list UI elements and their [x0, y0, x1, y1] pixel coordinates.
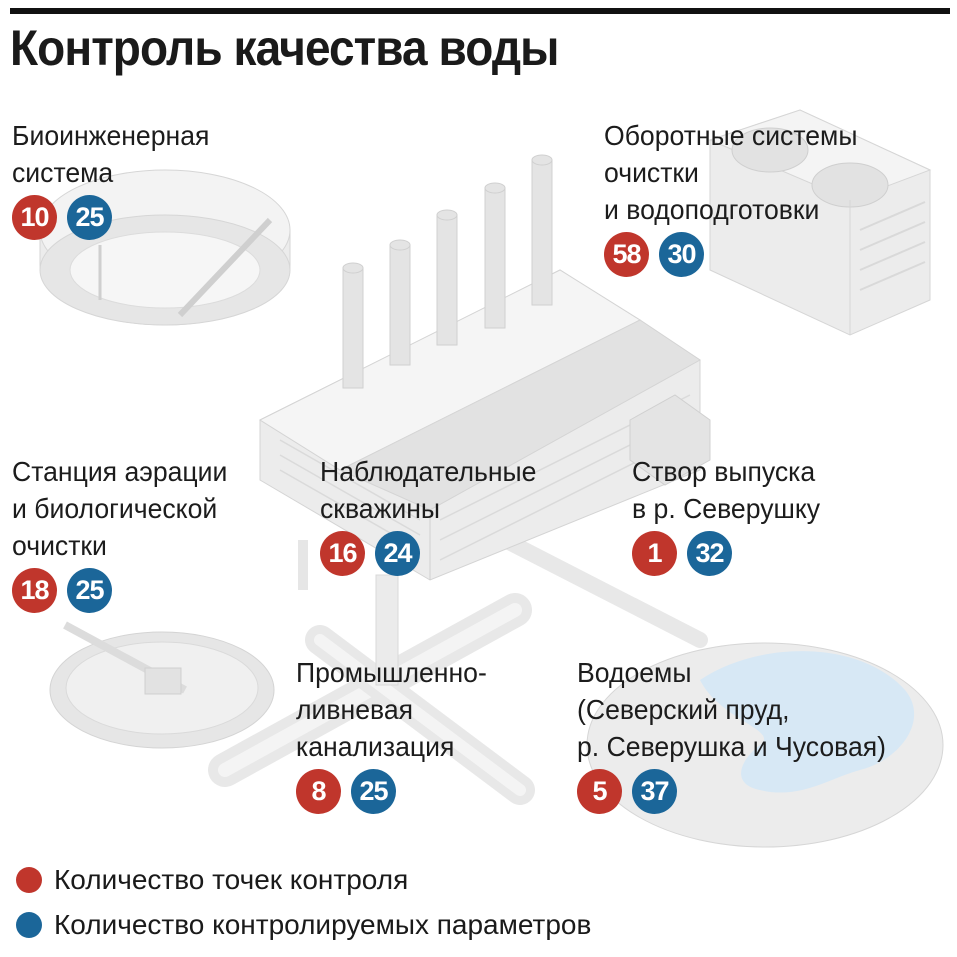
- badge-row: 5 37: [577, 769, 902, 814]
- top-rule: [10, 8, 950, 14]
- label-line: (Северский пруд,: [577, 694, 790, 725]
- group-label: Промышленно- ливневая канализация: [296, 654, 487, 765]
- aeration-station-illustration: [49, 621, 275, 749]
- badge-row: 18 25: [12, 568, 239, 613]
- params-badge: 32: [687, 531, 732, 576]
- label-line: р. Северушка и Чусовая): [577, 731, 887, 762]
- label-line: система: [12, 157, 114, 188]
- label-line: ливневая: [296, 694, 414, 725]
- points-badge: 1: [632, 531, 677, 576]
- group-wells: Наблюдательные скважины 16 24: [320, 453, 548, 576]
- group-label: Наблюдательные скважины: [320, 453, 536, 527]
- points-badge: 8: [296, 769, 341, 814]
- group-sewer: Промышленно- ливневая канализация 8 25: [296, 654, 497, 814]
- red-dot-icon: [16, 867, 42, 893]
- label-line: Створ выпуска: [632, 456, 816, 487]
- legend-params-label: Количество контролируемых параметров: [54, 909, 592, 940]
- group-outlet: Створ выпуска в р. Северушку 1 32: [632, 453, 830, 576]
- points-badge: 10: [12, 195, 57, 240]
- label-line: очистки: [604, 157, 699, 188]
- pipes-illustration: [208, 532, 708, 805]
- label-line: Промышленно-: [296, 657, 487, 688]
- factory-illustration: [258, 154, 711, 581]
- badge-row: 1 32: [632, 531, 830, 576]
- group-bio: Биоинженерная система 10 25: [12, 117, 220, 240]
- label-line: в р. Северушку: [632, 493, 821, 524]
- label-line: канализация: [296, 731, 455, 762]
- group-label: Водоемы (Северский пруд, р. Северушка и …: [577, 654, 886, 765]
- badge-row: 10 25: [12, 195, 220, 240]
- label-line: Водоемы: [577, 657, 692, 688]
- group-label: Станция аэрации и биологической очистки: [12, 453, 227, 564]
- legend-params: Количество контролируемых параметров: [16, 909, 591, 941]
- label-line: Биоинженерная: [12, 120, 210, 151]
- label-line: Наблюдательные: [320, 456, 537, 487]
- label-line: скважины: [320, 493, 441, 524]
- group-label: Биоинженерная система: [12, 117, 209, 191]
- params-badge: 30: [659, 232, 704, 277]
- params-badge: 25: [67, 568, 112, 613]
- points-badge: 58: [604, 232, 649, 277]
- legend: Количество точек контроля Количество кон…: [16, 864, 591, 941]
- label-line: и биологической: [12, 493, 218, 524]
- badge-row: 58 30: [604, 232, 871, 277]
- group-label: Оборотные системы очистки и водоподготов…: [604, 117, 857, 228]
- params-badge: 25: [351, 769, 396, 814]
- badge-row: 16 24: [320, 531, 548, 576]
- params-badge: 24: [375, 531, 420, 576]
- label-line: и водоподготовки: [604, 194, 820, 225]
- blue-dot-icon: [16, 912, 42, 938]
- page-title: Контроль качества воды: [10, 20, 559, 76]
- points-badge: 5: [577, 769, 622, 814]
- legend-points: Количество точек контроля: [16, 864, 591, 896]
- label-line: Станция аэрации: [12, 456, 228, 487]
- points-badge: 18: [12, 568, 57, 613]
- group-label: Створ выпуска в р. Северушку: [632, 453, 820, 527]
- params-badge: 37: [632, 769, 677, 814]
- params-badge: 25: [67, 195, 112, 240]
- badge-row: 8 25: [296, 769, 497, 814]
- points-badge: 16: [320, 531, 365, 576]
- group-recycle: Оборотные системы очистки и водоподготов…: [604, 117, 871, 277]
- cooling-unit-illustration: [708, 109, 932, 336]
- group-aeration: Станция аэрации и биологической очистки …: [12, 453, 239, 613]
- group-ponds: Водоемы (Северский пруд, р. Северушка и …: [577, 654, 902, 814]
- label-line: Оборотные системы: [604, 120, 858, 151]
- legend-points-label: Количество точек контроля: [54, 864, 409, 895]
- label-line: очистки: [12, 530, 107, 561]
